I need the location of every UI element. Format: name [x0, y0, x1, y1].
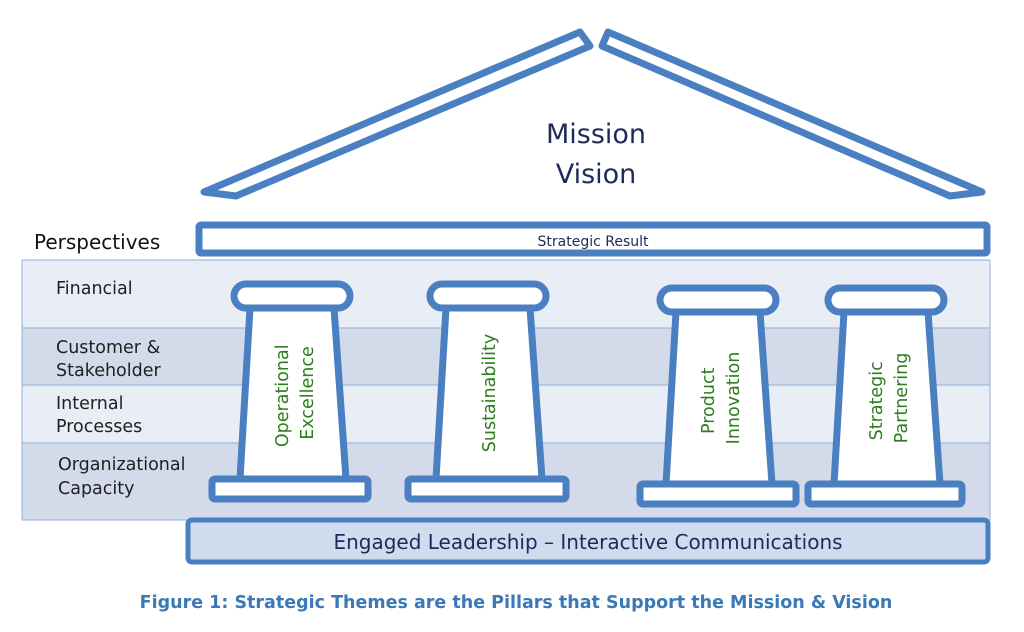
pillar-shaft: [236, 304, 350, 483]
roof-mission-text: Mission: [546, 119, 646, 150]
pillar-base: [404, 475, 570, 503]
foundation-block: [185, 517, 991, 565]
perspective-financial: Financial: [56, 279, 133, 299]
roof: [200, 28, 986, 200]
pillar-label: Strategic Partnering: [867, 353, 912, 444]
roof-left-slope: [200, 28, 594, 200]
pillar-shaft: [662, 308, 776, 488]
perspective-organizational-capacity: Organizational Capacity: [58, 455, 191, 499]
pillar-label: Operational Excellence: [273, 339, 318, 447]
pillar-capital: [656, 284, 780, 316]
pillar-product-innovation: Product Innovation: [636, 284, 800, 508]
strategic-result-label: Strategic Result: [538, 234, 650, 250]
pillar-strategic-partnering: Strategic Partnering: [804, 284, 966, 508]
pillar-shaft: [830, 308, 944, 488]
pillar-base: [804, 480, 966, 508]
pillar-label: Sustainability: [480, 334, 500, 453]
perspective-customer-stakeholder: Customer & Stakeholder: [56, 338, 166, 381]
pillar-base: [636, 480, 800, 508]
figure-caption: Figure 1: Strategic Themes are the Pilla…: [140, 593, 893, 613]
perspective-internal-processes: Internal Processes: [56, 394, 142, 437]
roof-vision-text: Vision: [556, 159, 637, 190]
pillar-capital: [426, 280, 550, 312]
pillar-capital: [230, 280, 354, 312]
pillar-capital: [824, 284, 948, 316]
foundation-label: Engaged Leadership – Interactive Communi…: [333, 530, 842, 554]
roof-right-slope: [598, 28, 986, 200]
pillar-base: [208, 475, 372, 503]
pillar-operational-excellence: Operational Excellence: [208, 280, 372, 503]
strategic-result-beam: [195, 221, 991, 257]
pillar-label: Product Innovation: [699, 352, 744, 445]
pillar-sustainability: Sustainability: [404, 280, 570, 503]
perspectives-heading: Perspectives: [34, 230, 160, 254]
